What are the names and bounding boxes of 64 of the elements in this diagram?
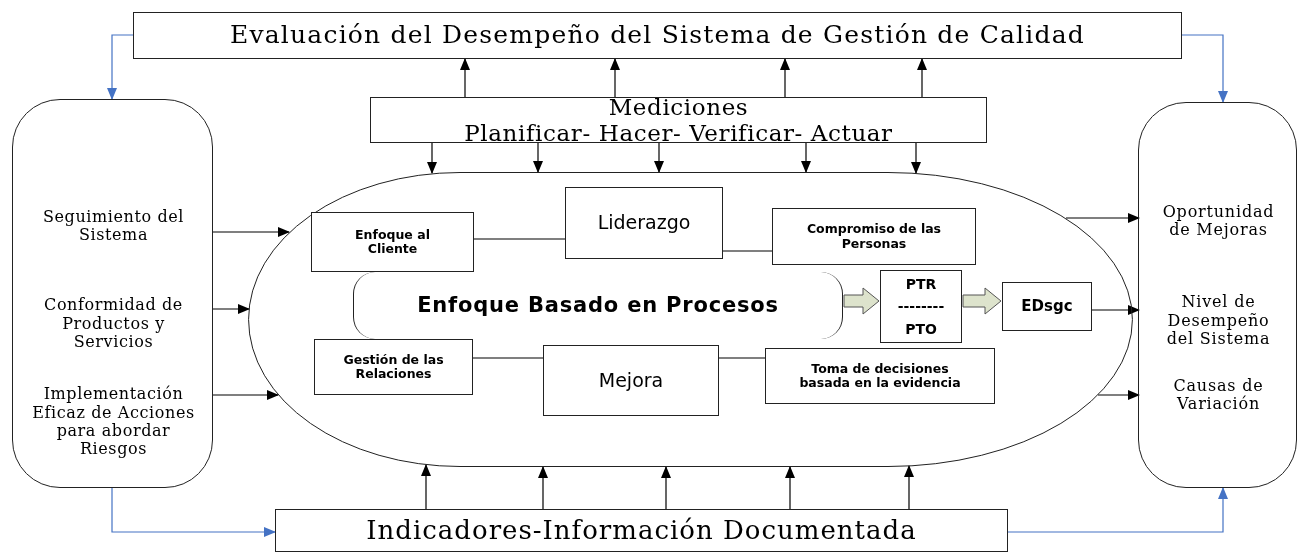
arrow (801, 142, 811, 173)
box-label: Evaluación del Desempeño del Sistema de Gestión de Calidad (229, 21, 1085, 50)
arrow (654, 142, 664, 173)
connector-line (722, 250, 773, 252)
process-box (370, 97, 987, 143)
heading-text: Enfoque Basado en Procesos (417, 293, 779, 318)
arrow (111, 487, 276, 537)
arrow (538, 466, 548, 510)
box-label: Toma de decisiones basada en la evidencia (798, 361, 962, 391)
connector-line (472, 357, 544, 359)
process-box (1002, 282, 1092, 331)
arrow (211, 304, 250, 314)
title-box (133, 12, 1182, 59)
box-label: Enfoque al Cliente (354, 227, 431, 257)
arrow (1181, 34, 1228, 103)
box-label: Mediciones (608, 93, 749, 120)
box-label: Indicadores-Información Documentada (366, 515, 917, 546)
side-panel (12, 99, 213, 488)
box-label: EDsgc (1021, 297, 1073, 316)
box-label: Planificar- Hacer- Verificar- Actuar (464, 120, 893, 147)
block-arrow (962, 287, 1002, 315)
arrow (785, 466, 795, 510)
box-label: Compromiso de las Personas (805, 222, 943, 251)
arrow (661, 466, 671, 510)
box-label: PTR (905, 274, 937, 294)
arrow (911, 142, 921, 174)
divider-text: -------- (897, 297, 945, 317)
box-label: Mejora (598, 369, 664, 392)
panel-text: Nivel de Desempeño del Sistema (1140, 289, 1297, 353)
arrow (211, 390, 279, 400)
box-label: Gestión de las Relaciones (342, 352, 445, 382)
process-box (765, 348, 995, 404)
panel-text: Implementación Eficaz de Acciones para abordar Riesgos (14, 377, 213, 467)
process-box (565, 187, 723, 259)
side-panel (1138, 102, 1297, 488)
arrow (533, 142, 543, 173)
arrow (1007, 487, 1228, 533)
process-box (275, 509, 1008, 552)
arrow (1065, 213, 1140, 223)
process-box (772, 208, 976, 265)
connector-line (718, 357, 766, 359)
process-box (543, 345, 719, 416)
connector-line (473, 238, 566, 240)
arrow (780, 58, 790, 98)
process-box (314, 339, 473, 395)
panel-text: Causas de Variación (1140, 373, 1297, 417)
panel-text: Oportunidad de Mejoras (1140, 199, 1297, 243)
arrow (1097, 390, 1140, 400)
box-label: PTO (905, 319, 937, 339)
arrow (1091, 305, 1140, 315)
arrow (917, 58, 927, 98)
arrow (107, 34, 134, 100)
process-box (880, 270, 962, 343)
panel-text: Conformidad de Productos y Servicios (14, 292, 213, 356)
box-label: Liderazgo (597, 212, 691, 234)
arrow (421, 464, 431, 510)
block-arrow (843, 287, 880, 315)
arrow (460, 58, 470, 98)
arrow (427, 142, 437, 174)
arrow (610, 58, 620, 98)
panel-text: Seguimiento del Sistema (14, 201, 213, 251)
arrow (211, 227, 290, 237)
process-box (311, 212, 474, 272)
arrow (904, 465, 914, 510)
